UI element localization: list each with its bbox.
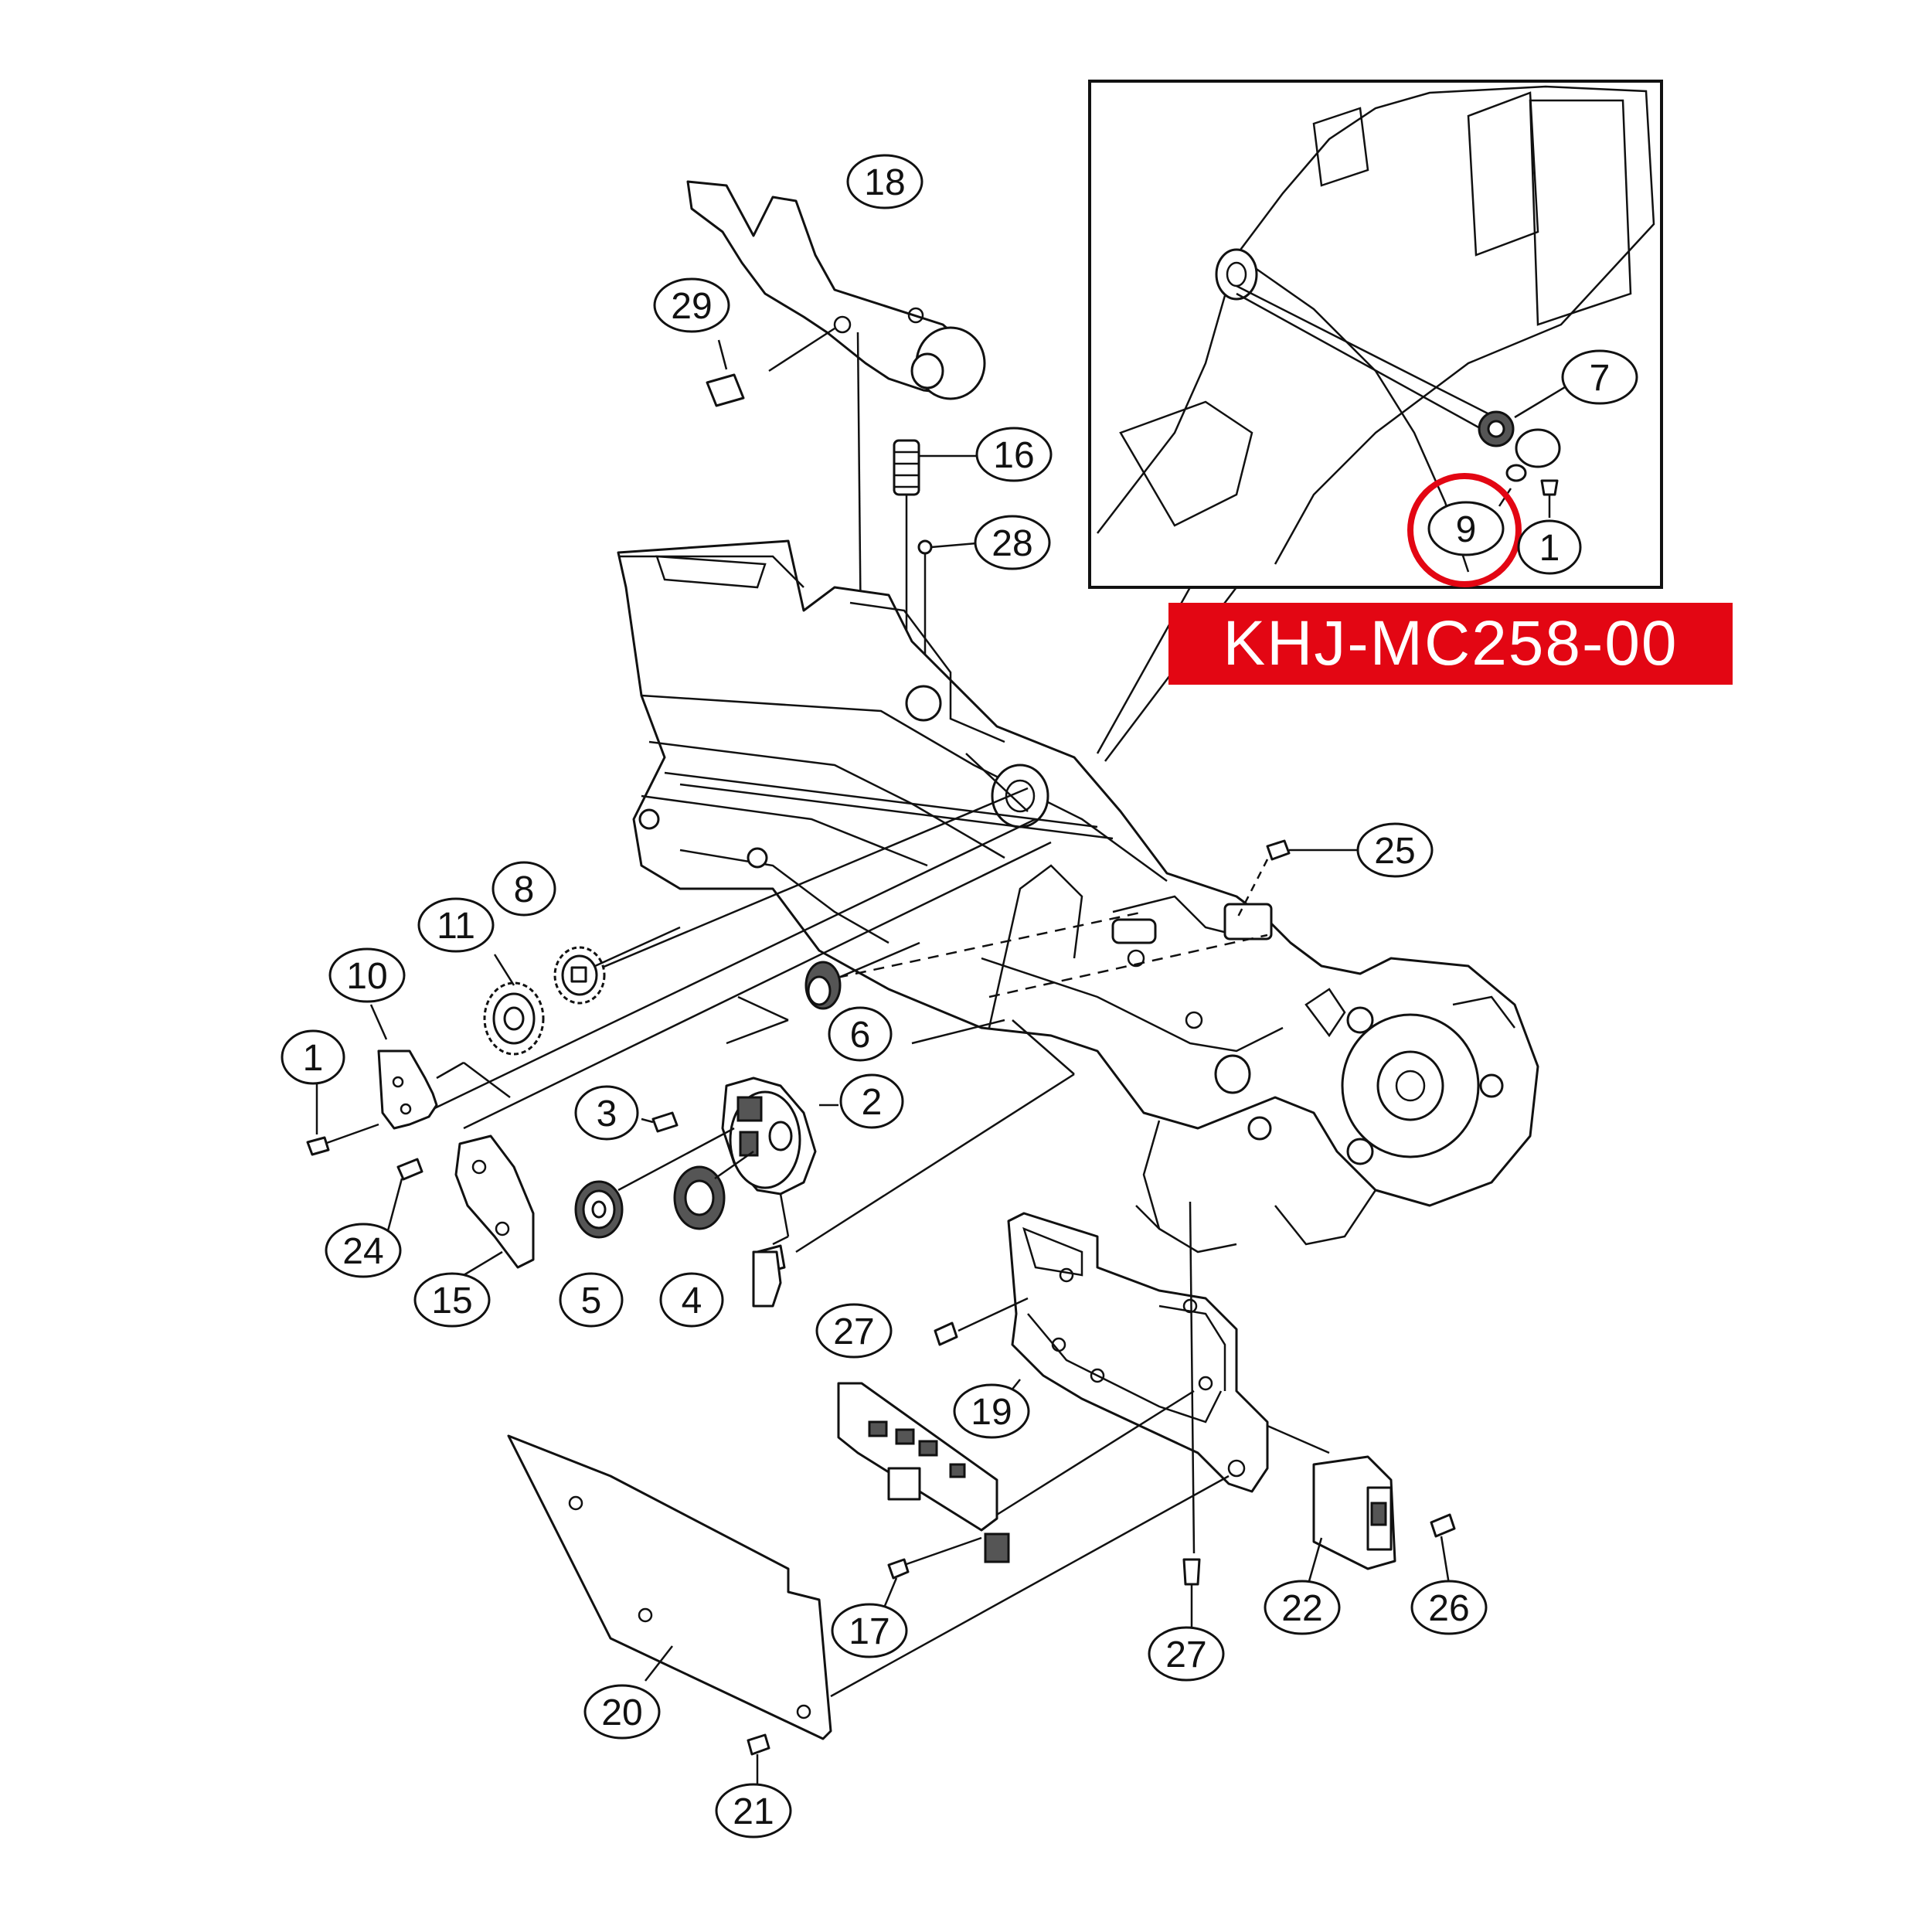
svg-text:8: 8: [514, 869, 535, 910]
callout-20: 20: [583, 1684, 661, 1740]
svg-text:15: 15: [431, 1281, 472, 1321]
bottom-bracket-19: [1007, 1212, 1269, 1493]
svg-text:19: 19: [971, 1392, 1012, 1433]
callout-28: 28: [974, 515, 1051, 570]
callout-2: 2: [839, 1073, 904, 1129]
bracket-plate-15: [454, 1134, 535, 1269]
screw-24: [396, 1158, 423, 1181]
callout-1-left: 1: [281, 1029, 345, 1085]
svg-text:16: 16: [993, 435, 1034, 476]
bracket-plate-10: [377, 1049, 438, 1130]
callout-18: 18: [846, 154, 923, 209]
svg-text:3: 3: [597, 1094, 617, 1134]
svg-text:11: 11: [437, 906, 475, 947]
callout-21: 21: [715, 1783, 792, 1838]
svg-text:25: 25: [1374, 831, 1415, 872]
screw-1-inset: [1540, 479, 1559, 496]
gear-8-icon: [553, 946, 606, 1005]
svg-text:10: 10: [346, 956, 387, 997]
callout-25: 25: [1356, 822, 1434, 878]
callout-11: 11: [417, 897, 495, 953]
callout-5: 5: [559, 1272, 624, 1328]
side-cover-20: [507, 1434, 832, 1740]
svg-text:18: 18: [864, 162, 905, 203]
gear-5-icon: [574, 1180, 624, 1239]
cam-plate-9: [1515, 428, 1561, 468]
screw-21: [747, 1733, 770, 1756]
svg-text:2: 2: [862, 1082, 883, 1123]
callout-6: 6: [828, 1006, 893, 1062]
part-code-label: KHJ-MC258-00: [1168, 603, 1733, 685]
callout-15: 15: [413, 1272, 491, 1328]
callout-3: 3: [574, 1085, 639, 1141]
callout-24: 24: [325, 1223, 402, 1278]
svg-text:5: 5: [581, 1281, 602, 1321]
screw-26: [1430, 1513, 1456, 1538]
screw-25: [1266, 839, 1291, 861]
inset-bearing: [1215, 248, 1258, 301]
motor-2: [721, 1077, 817, 1275]
callout-8: 8: [492, 861, 556, 917]
inset-detail-view: [1088, 80, 1663, 589]
svg-text:1: 1: [1539, 528, 1560, 569]
pin-29: [706, 373, 745, 407]
svg-text:27: 27: [833, 1311, 874, 1352]
callout-27-lower: 27: [1148, 1626, 1225, 1682]
lever-arm-18: [686, 180, 986, 400]
svg-text:24: 24: [342, 1231, 383, 1272]
svg-text:1: 1: [303, 1038, 324, 1079]
callout-27-upper: 27: [815, 1303, 893, 1359]
svg-text:28: 28: [992, 523, 1032, 564]
svg-text:27: 27: [1165, 1634, 1206, 1675]
svg-text:29: 29: [671, 286, 712, 327]
highlight-ring: [1407, 473, 1522, 587]
callout-29: 29: [653, 277, 730, 333]
motor-cable: [752, 1250, 782, 1308]
screw-3: [651, 1111, 679, 1133]
callout-9: 9: [1427, 501, 1505, 556]
connector-22: [1312, 1455, 1396, 1570]
gear-11-icon: [483, 981, 545, 1056]
callout-22: 22: [1264, 1580, 1341, 1635]
callout-16: 16: [975, 427, 1053, 482]
screw-27-lower: [1182, 1558, 1201, 1586]
screw-27-upper: [934, 1321, 958, 1346]
circuit-board: [837, 1382, 1010, 1563]
svg-text:26: 26: [1428, 1588, 1469, 1629]
callout-4: 4: [659, 1272, 724, 1328]
svg-text:6: 6: [850, 1015, 871, 1056]
callout-10: 10: [328, 947, 406, 1003]
screw-17: [887, 1558, 910, 1580]
callout-19: 19: [953, 1383, 1030, 1439]
svg-text:4: 4: [682, 1281, 702, 1321]
callout-7: 7: [1561, 349, 1638, 405]
callout-26: 26: [1410, 1580, 1488, 1635]
svg-text:17: 17: [849, 1611, 889, 1652]
svg-text:21: 21: [733, 1791, 774, 1832]
svg-text:20: 20: [601, 1692, 642, 1733]
inset-frame: [1088, 80, 1663, 589]
svg-text:7: 7: [1590, 358, 1611, 399]
gear-6-icon: [804, 961, 842, 1010]
feeder-main-body: [617, 539, 1539, 1253]
callout-17: 17: [831, 1603, 908, 1658]
gear-4-icon: [673, 1165, 726, 1230]
svg-text:22: 22: [1281, 1588, 1322, 1629]
screw-1-left: [306, 1136, 330, 1156]
svg-text:9: 9: [1456, 509, 1477, 550]
callout-1-inset: 1: [1517, 519, 1582, 575]
ball-28: [917, 539, 933, 555]
